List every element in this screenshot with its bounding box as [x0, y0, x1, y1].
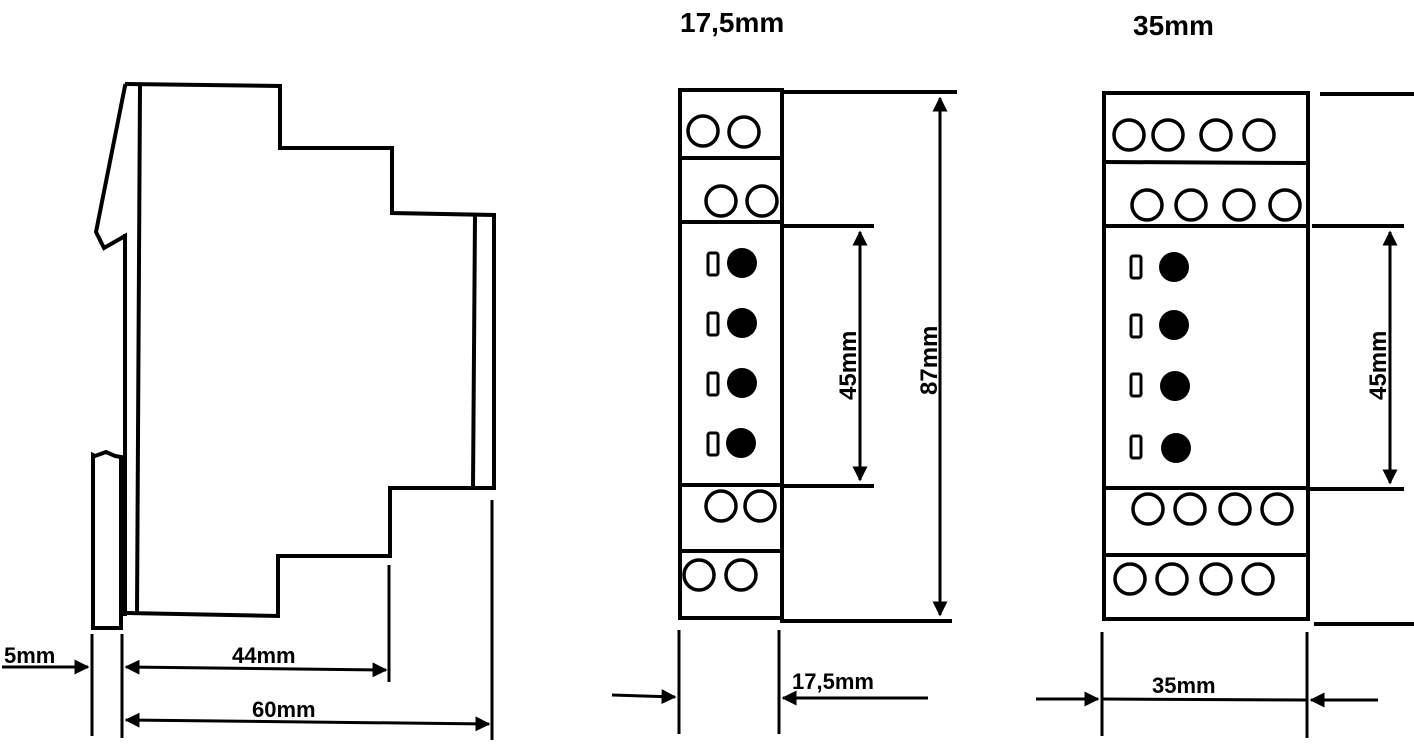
module-body — [678, 88, 784, 620]
terminal-screw — [1155, 562, 1189, 596]
rail-clip-lower — [91, 449, 123, 630]
terminal-screw — [1131, 492, 1165, 526]
led-indicator — [706, 311, 720, 337]
terminal-screw — [1260, 492, 1294, 526]
terminal-screw — [1268, 188, 1302, 222]
dim-label-35mm: 35mm — [1152, 673, 1216, 698]
terminal-screw — [1199, 562, 1233, 596]
dim-width-line — [1101, 697, 1308, 702]
dim-label-17-5mm: 17,5mm — [792, 669, 874, 694]
led-indicator — [706, 251, 720, 277]
terminal-screw — [1151, 118, 1185, 152]
header-17-5mm: 17,5mm — [680, 7, 784, 38]
adjust-knob-icon — [1159, 252, 1189, 282]
terminal-screw — [1222, 188, 1256, 222]
dim-60mm-line — [124, 712, 491, 732]
adjust-knob-icon — [1159, 310, 1189, 340]
front-view-wide: 35mm — [1036, 10, 1414, 738]
dim-44mm-line — [124, 659, 388, 678]
row-divider — [1103, 159, 1309, 166]
adjust-knob-icon — [726, 428, 756, 458]
terminal-screw — [704, 184, 738, 218]
indicator-led-knob-group — [1129, 252, 1191, 463]
dim-label-60mm: 60mm — [252, 697, 316, 722]
dim-width-arrow-left — [611, 689, 677, 705]
terminal-screw — [1130, 188, 1164, 222]
dim-label-45mm: 45mm — [1365, 331, 1392, 400]
terminal-screw — [724, 558, 758, 592]
led-indicator — [706, 371, 720, 397]
dim-label-87mm: 87mm — [916, 326, 943, 395]
terminal-screw — [1218, 492, 1252, 526]
adjust-knob-icon — [1161, 433, 1191, 463]
terminal-screw — [1112, 118, 1146, 152]
housing-outline — [122, 81, 496, 619]
terminal-screw — [1173, 492, 1207, 526]
led-indicator — [1129, 372, 1143, 398]
terminal-screw — [704, 489, 738, 523]
terminal-screw — [1241, 562, 1275, 596]
terminal-screw — [743, 489, 777, 523]
terminal-screw — [727, 115, 761, 149]
adjust-knob-icon — [727, 248, 757, 278]
terminal-screw — [1199, 118, 1233, 152]
terminal-screw — [1174, 188, 1208, 222]
terminal-screw — [682, 558, 716, 592]
led-indicator — [1129, 313, 1143, 339]
terminal-screw — [745, 184, 779, 218]
terminal-screw — [686, 114, 720, 148]
adjust-knob-icon — [1160, 371, 1190, 401]
led-indicator — [1129, 254, 1143, 280]
header-35mm: 35mm — [1133, 10, 1214, 41]
adjust-knob-icon — [727, 308, 757, 338]
terminal-screw — [1113, 562, 1147, 596]
base-plate-edge — [134, 83, 143, 616]
dim-label-45mm: 45mm — [835, 331, 862, 400]
side-view: 5mm 44mm 60mm — [2, 81, 496, 740]
rail-clip-upper — [93, 83, 128, 402]
adjust-knob-icon — [727, 368, 757, 398]
indicator-led-knob-group — [706, 248, 757, 458]
terminal-screw — [1242, 118, 1276, 152]
module-body — [1102, 91, 1310, 621]
front-panel-edge — [470, 212, 478, 491]
dim-label-44mm: 44mm — [232, 643, 296, 668]
led-indicator — [706, 431, 720, 457]
front-view-narrow: 17,5mm 45mm — [611, 7, 957, 734]
dim-label-5mm: 5mm — [4, 643, 55, 668]
led-indicator — [1129, 434, 1143, 460]
